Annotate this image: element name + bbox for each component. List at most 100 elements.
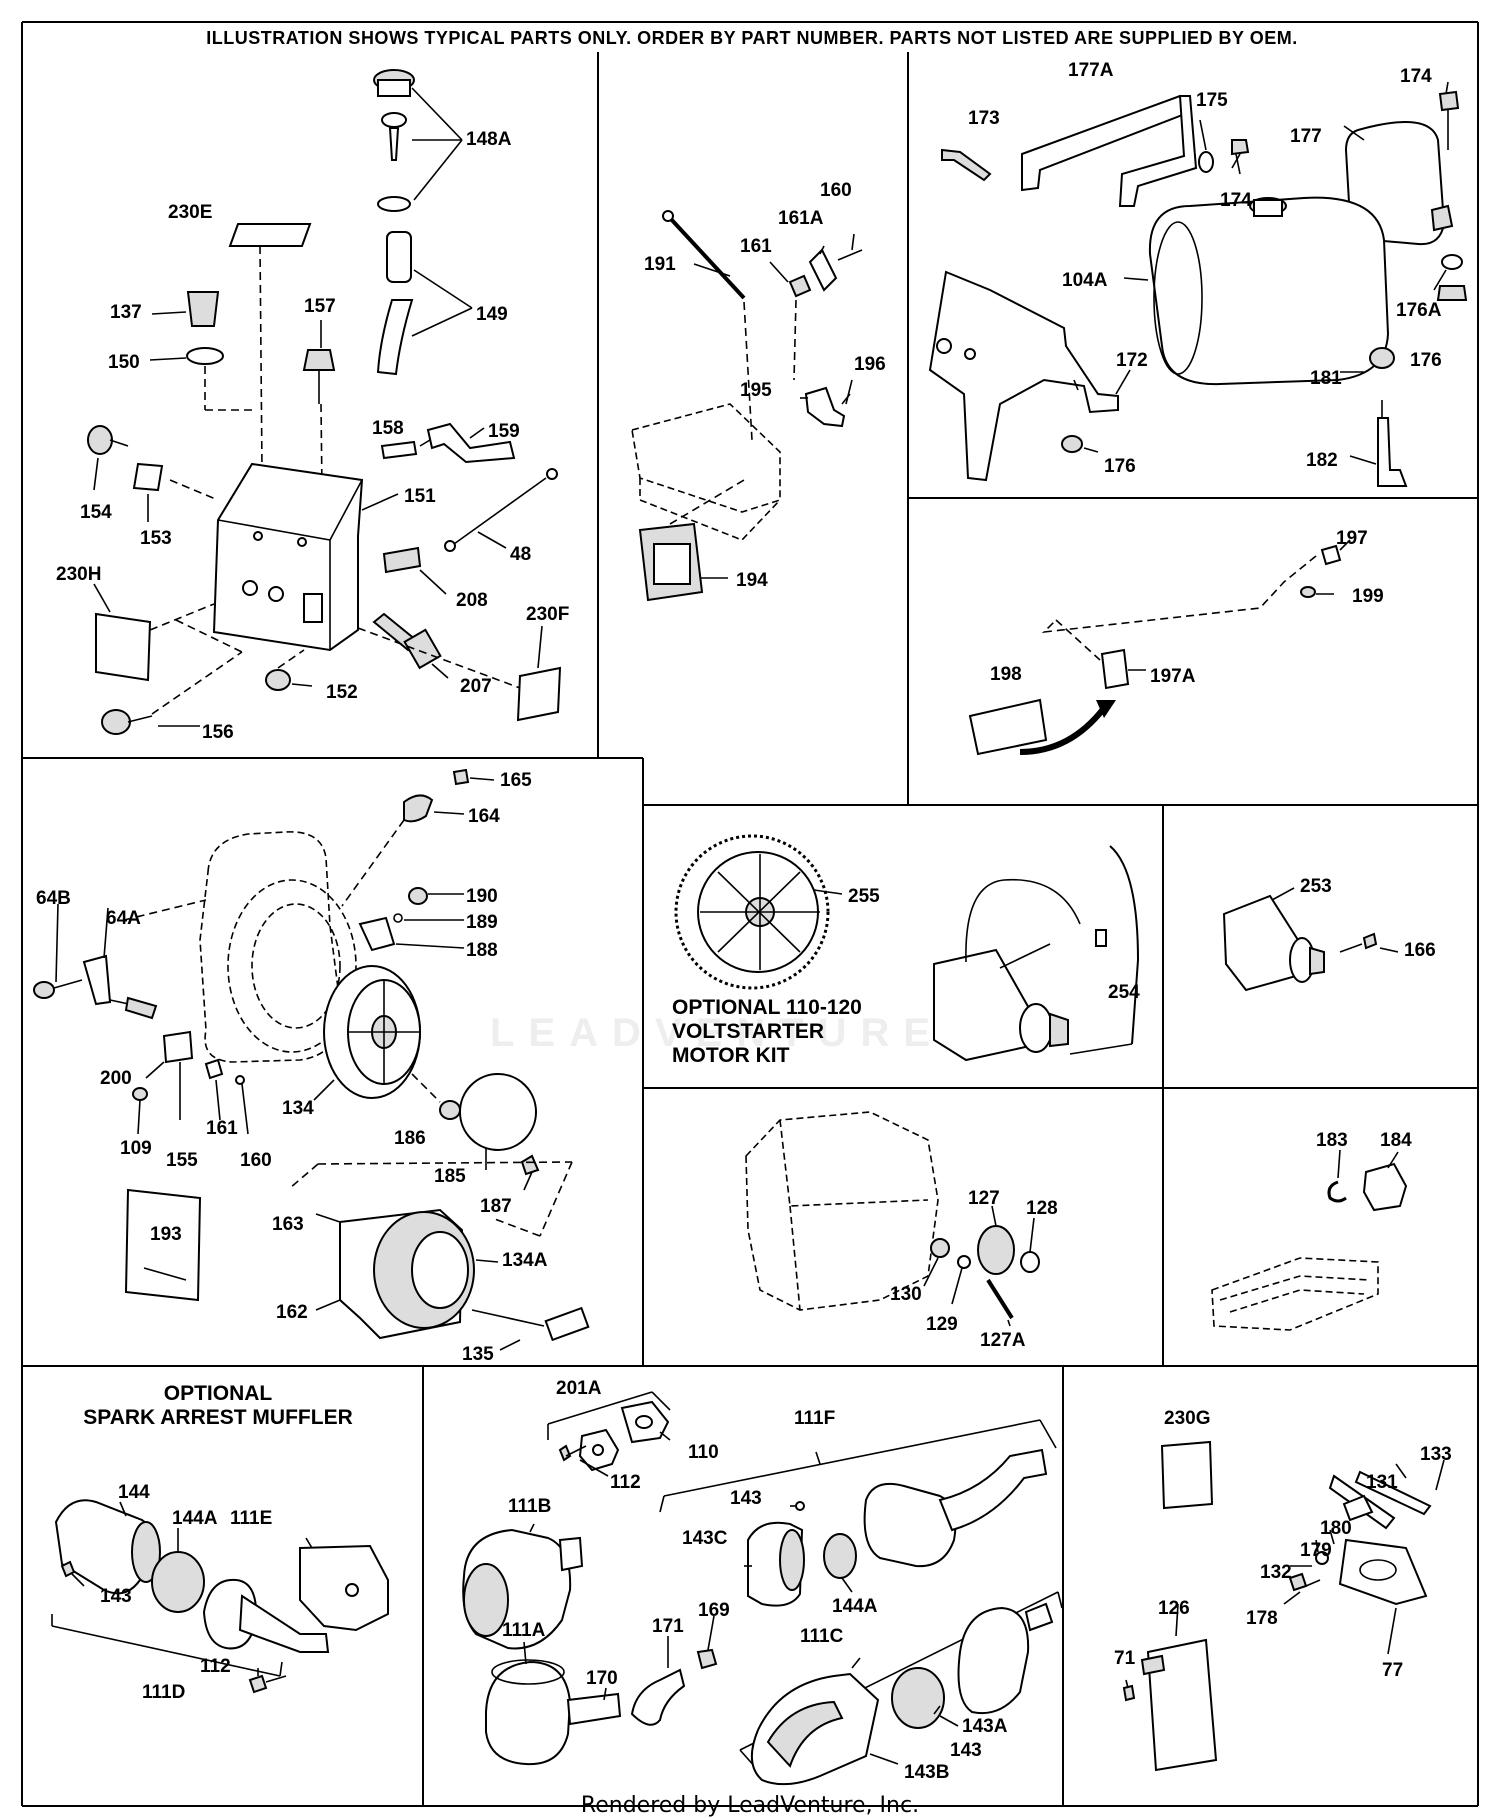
label-109: 109 (120, 1138, 152, 1159)
label-160-blower: 160 (240, 1150, 272, 1171)
label-195: 195 (740, 380, 772, 401)
label-177: 177 (1290, 126, 1322, 147)
panel-starter (1222, 887, 1399, 992)
label-255: 255 (848, 886, 880, 907)
label-143: 143 (100, 1586, 132, 1607)
label-194: 194 (736, 570, 768, 591)
label-190: 190 (466, 886, 498, 907)
label-187: 187 (480, 1196, 512, 1217)
label-112: 112 (200, 1656, 231, 1677)
muffler-title-line1: OPTIONAL (164, 1382, 273, 1405)
label-143-muffler: 143 (730, 1488, 762, 1509)
label-111E: 111E (230, 1508, 272, 1529)
label-184: 184 (1380, 1130, 1412, 1151)
label-161: 161 (740, 236, 772, 257)
starter-kit-title-line2: VOLTSTARTER (672, 1020, 824, 1043)
label-71: 71 (1114, 1648, 1136, 1669)
label-254: 254 (1108, 982, 1140, 1003)
panel-starter-kit-labels: 255 254 OPTIONAL 110-120 VOLTSTARTER MOT… (672, 886, 1140, 1067)
panel-muffler-labels: 201A 110 112 111F 111B 143 143C 144A 169… (502, 1378, 1008, 1783)
label-177A: 177A (1068, 60, 1114, 81)
panel-governor (631, 210, 863, 602)
label-135: 135 (462, 1344, 494, 1365)
label-112-muffler: 112 (610, 1472, 641, 1493)
starter-kit-title-line1: OPTIONAL 110-120 (672, 996, 862, 1019)
panel-breather-labels: 230G 133 131 180 132 179 126 178 71 77 (1114, 1408, 1452, 1681)
label-230F: 230F (526, 604, 569, 625)
label-155: 155 (166, 1150, 198, 1171)
label-193: 193 (150, 1224, 182, 1245)
header-note: ILLUSTRATION SHOWS TYPICAL PARTS ONLY. O… (206, 28, 1297, 48)
label-179: 179 (1300, 1540, 1332, 1561)
label-144A-muffler: 144A (832, 1596, 878, 1617)
watermark: LEADVENTURE (490, 1011, 944, 1055)
label-126: 126 (1158, 1598, 1190, 1619)
label-77: 77 (1382, 1660, 1403, 1681)
label-111A: 111A (502, 1620, 546, 1641)
label-201A: 201A (556, 1378, 602, 1399)
label-131: 131 (1366, 1472, 1398, 1493)
label-172: 172 (1116, 350, 1148, 371)
panel-blower-labels: 165 164 64B 64A 190 189 188 200 109 155 … (36, 770, 548, 1365)
panel-breather (1122, 1440, 1445, 1772)
label-144: 144 (118, 1482, 150, 1503)
label-230G: 230G (1164, 1408, 1210, 1429)
label-162: 162 (276, 1302, 308, 1323)
label-154: 154 (80, 502, 112, 523)
label-197A: 197A (1150, 666, 1196, 687)
label-196: 196 (854, 354, 886, 375)
label-133: 133 (1420, 1444, 1452, 1465)
label-132: 132 (1260, 1562, 1292, 1583)
label-160: 160 (820, 180, 852, 201)
panel-governor-labels: 191 161 161A 160 195 196 194 (644, 180, 886, 591)
label-144A: 144A (172, 1508, 218, 1529)
label-185: 185 (434, 1166, 466, 1187)
label-149: 149 (476, 304, 508, 325)
panel-switch (968, 539, 1351, 756)
label-230E: 230E (168, 202, 212, 223)
label-111C: 111C (800, 1626, 844, 1647)
label-180: 180 (1320, 1518, 1352, 1539)
label-48: 48 (510, 544, 531, 565)
label-64B: 64B (36, 888, 71, 909)
label-158: 158 (372, 418, 404, 439)
label-208: 208 (456, 590, 488, 611)
label-104A: 104A (1062, 270, 1108, 291)
label-174-right: 174 (1400, 66, 1432, 87)
label-143A: 143A (962, 1716, 1008, 1737)
label-181: 181 (1310, 368, 1342, 389)
starter-kit-title-line3: MOTOR KIT (672, 1044, 790, 1067)
panel-borders (21, 21, 1479, 1807)
label-143B: 143B (904, 1762, 949, 1783)
label-188: 188 (466, 940, 498, 961)
label-199: 199 (1352, 586, 1384, 607)
panel-crankcase-labels: 127 128 130 129 127A (890, 1188, 1058, 1351)
label-186: 186 (394, 1128, 426, 1149)
label-183: 183 (1316, 1130, 1348, 1151)
muffler-title-line2: SPARK ARREST MUFFLER (83, 1406, 353, 1429)
label-111B: 111B (508, 1496, 551, 1517)
label-174: 174 (1220, 190, 1252, 211)
label-170: 170 (586, 1668, 618, 1689)
panel-control-box (87, 69, 562, 735)
label-176: 176 (1410, 350, 1442, 371)
label-134: 134 (282, 1098, 314, 1119)
label-143C: 143C (682, 1528, 728, 1549)
label-165: 165 (500, 770, 532, 791)
label-110: 110 (688, 1442, 719, 1463)
label-128: 128 (1026, 1198, 1058, 1219)
panel-starter-kit (674, 834, 1140, 1062)
label-152: 152 (326, 682, 358, 703)
panel-starter-labels: 253 166 (1300, 876, 1436, 961)
label-150: 150 (108, 352, 140, 373)
label-157: 157 (304, 296, 336, 317)
label-164: 164 (468, 806, 500, 827)
label-153: 153 (140, 528, 172, 549)
panel-switch-labels: 197 199 198 197A (990, 528, 1384, 687)
label-161-blower: 161 (206, 1118, 238, 1139)
label-189: 189 (466, 912, 498, 933)
footer-credit: Rendered by LeadVenture, Inc. (581, 1793, 919, 1818)
panel-spark-arrest: OPTIONAL SPARK ARREST MUFFLER (51, 1382, 389, 1694)
label-176-bottom: 176 (1104, 456, 1136, 477)
label-127A: 127A (980, 1330, 1026, 1351)
